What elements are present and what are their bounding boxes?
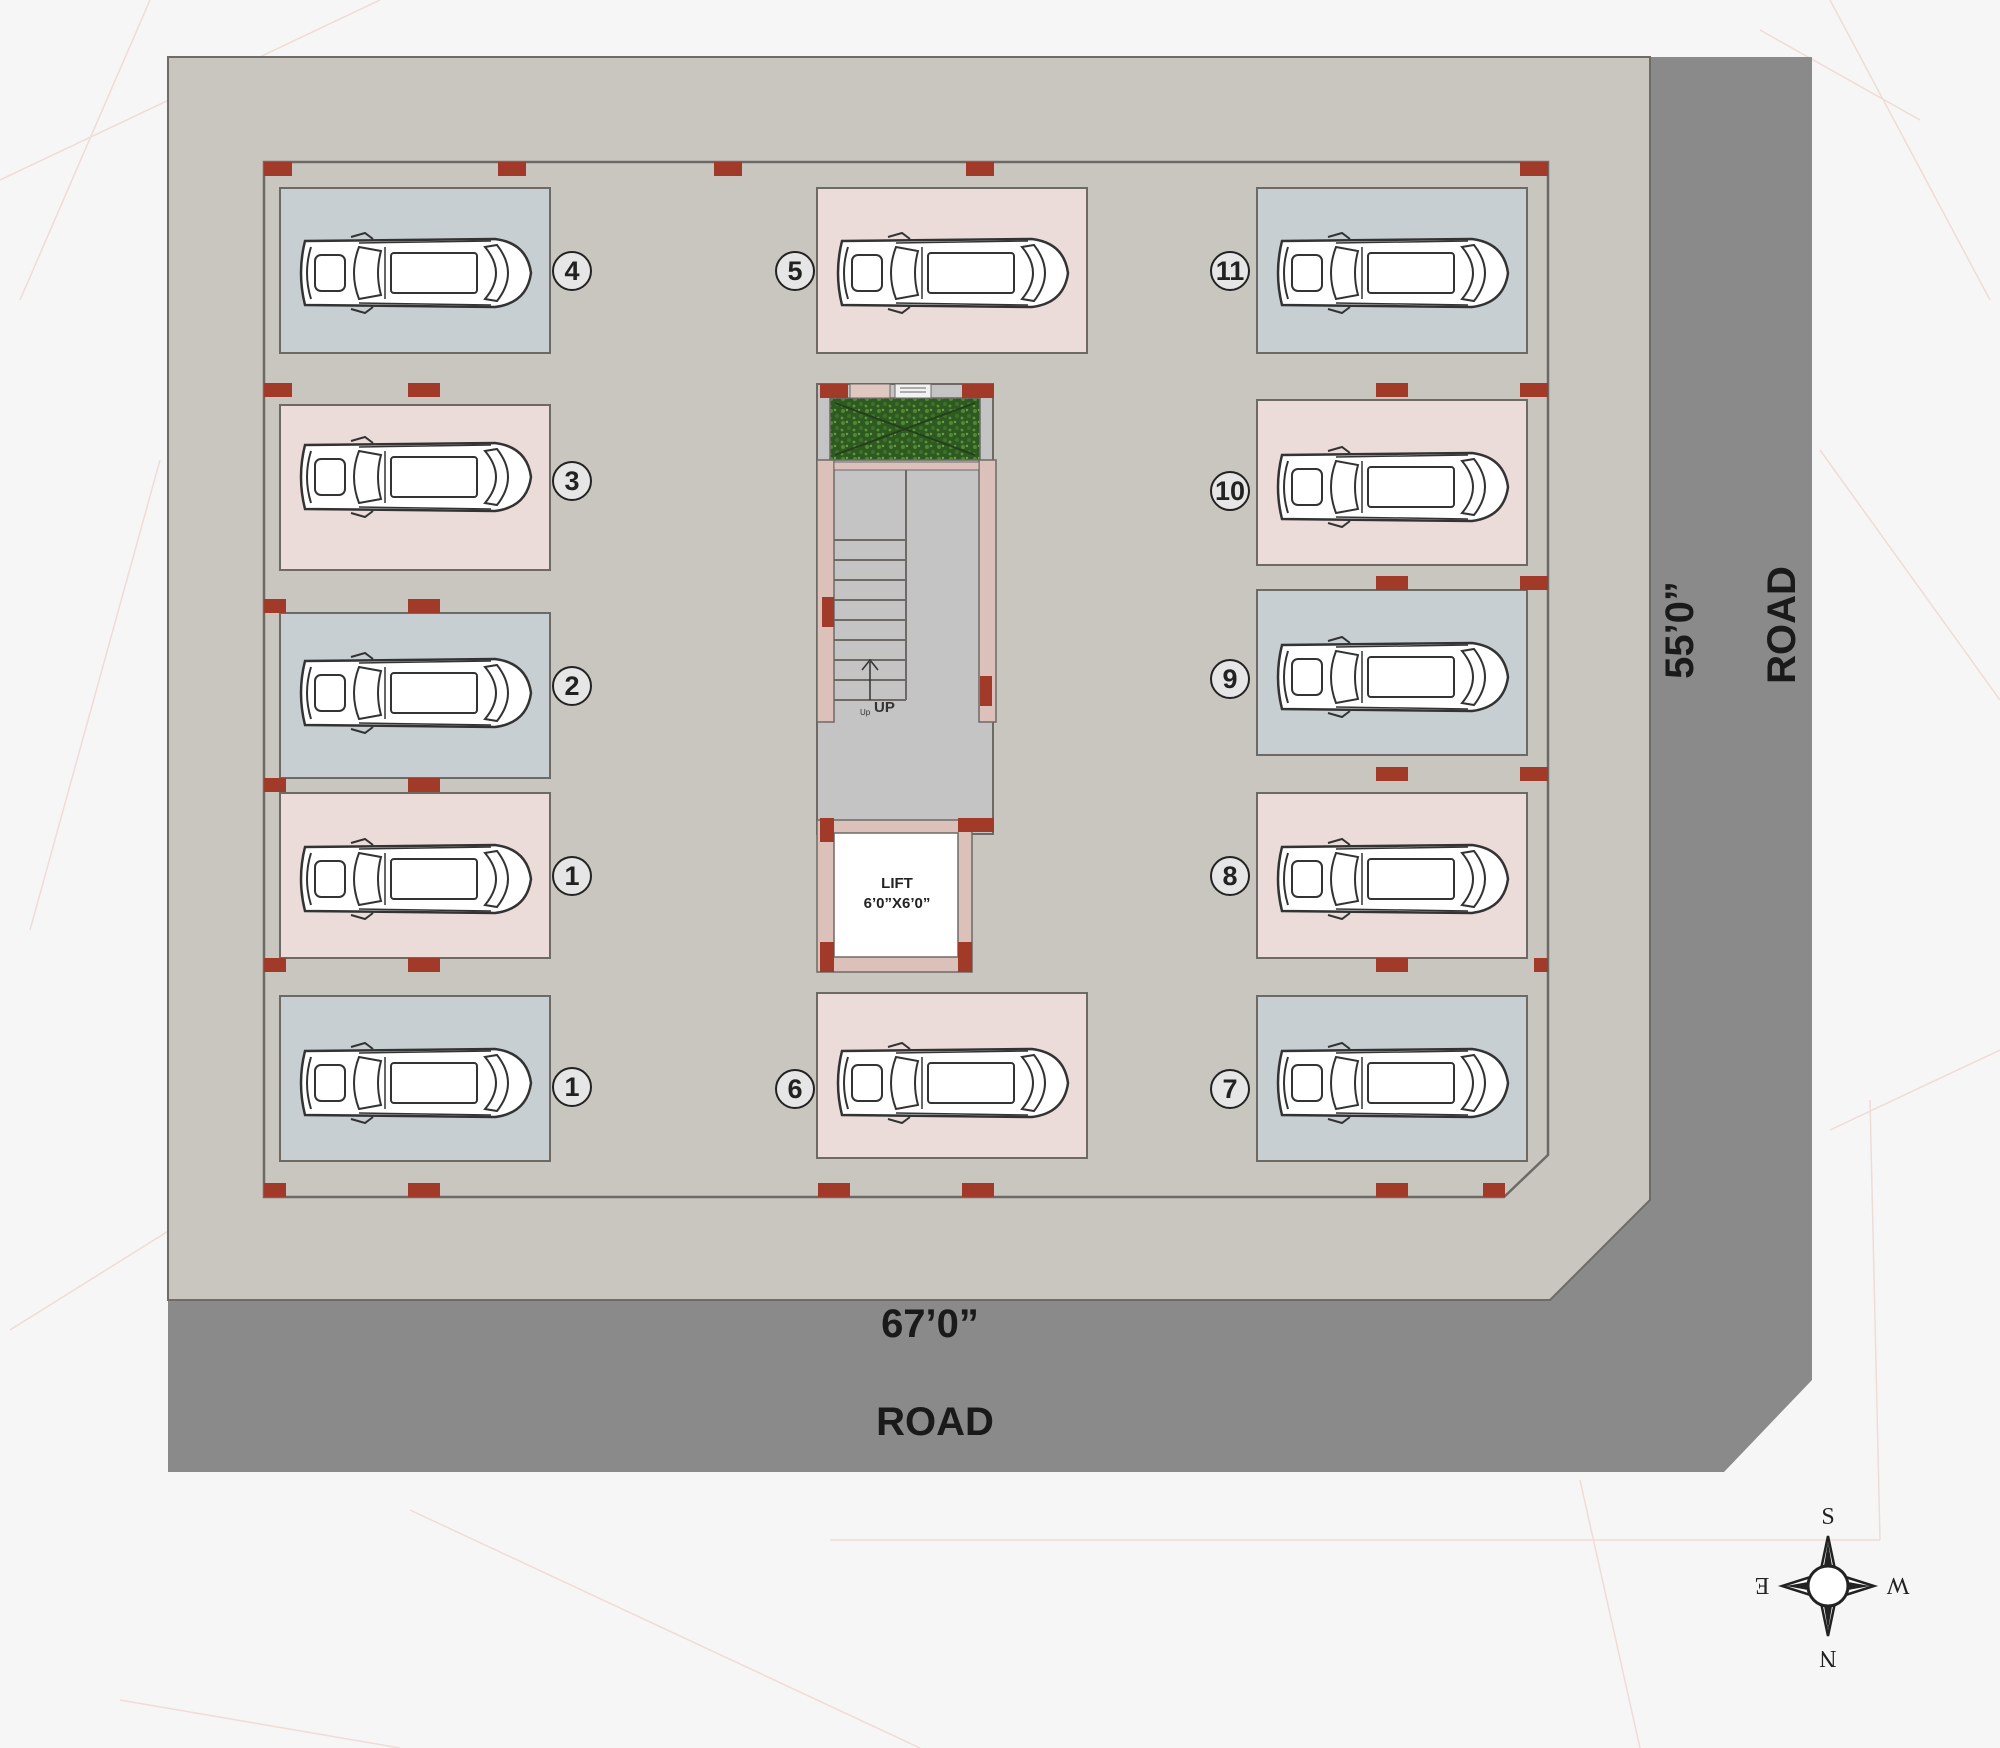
stair-up-small-label: Up bbox=[860, 708, 871, 717]
svg-text:8: 8 bbox=[1222, 861, 1237, 891]
car-icon bbox=[299, 651, 533, 735]
car-icon bbox=[836, 1041, 1070, 1125]
compass: S N E W bbox=[1755, 1504, 1910, 1671]
svg-text:1: 1 bbox=[564, 861, 579, 891]
car-icon bbox=[1276, 1041, 1510, 1125]
right-road-label: ROAD bbox=[1760, 566, 1804, 684]
up-arrow-icon bbox=[861, 658, 879, 700]
svg-text:4: 4 bbox=[564, 256, 579, 286]
svg-text:2: 2 bbox=[564, 671, 579, 701]
car-icon bbox=[1276, 837, 1510, 921]
parking-number-badge: 1 bbox=[552, 856, 592, 896]
car-icon bbox=[1276, 635, 1510, 719]
svg-text:7: 7 bbox=[1222, 1074, 1237, 1104]
svg-text:3: 3 bbox=[564, 466, 579, 496]
parking-number-badge: 7 bbox=[1210, 1069, 1250, 1109]
parking-number-badge: 11 bbox=[1210, 251, 1250, 291]
svg-text:6: 6 bbox=[787, 1074, 802, 1104]
parking-number-badge: 10 bbox=[1210, 471, 1250, 511]
parking-number-badge: 5 bbox=[775, 251, 815, 291]
lift-car bbox=[833, 832, 959, 958]
depth-dimension-label: 55’0” bbox=[1658, 581, 1702, 679]
parking-number-badge: 6 bbox=[775, 1069, 815, 1109]
compass-east-label: E bbox=[1755, 1572, 1770, 1598]
parking-number-badge: 8 bbox=[1210, 856, 1250, 896]
lift-title: LIFT bbox=[881, 875, 913, 892]
building-outline bbox=[262, 160, 1550, 1199]
parking-number-badge: 9 bbox=[1210, 659, 1250, 699]
parking-number-badges: 4 3 2 1 1 5 6 11 bbox=[552, 251, 1250, 1109]
stair-up-label: UP bbox=[874, 699, 895, 716]
compass-west-label: W bbox=[1886, 1572, 1909, 1598]
parking-number-badge: 4 bbox=[552, 251, 592, 291]
car-icon bbox=[1276, 445, 1510, 529]
compass-south-label: S bbox=[1821, 1504, 1834, 1530]
lift-size: 6’0”X6’0” bbox=[864, 895, 931, 912]
bottom-road-label: ROAD bbox=[876, 1400, 994, 1444]
car-icon bbox=[836, 231, 1070, 315]
svg-text:1: 1 bbox=[564, 1072, 579, 1102]
parking-number-badge: 3 bbox=[552, 461, 592, 501]
svg-text:11: 11 bbox=[1216, 256, 1245, 286]
car-icon bbox=[299, 231, 533, 315]
svg-text:5: 5 bbox=[787, 256, 802, 286]
stair-core: Up UP LIFT 6’0”X6’0” bbox=[816, 383, 997, 973]
width-dimension-label: 67’0” bbox=[881, 1302, 979, 1346]
car-icon bbox=[299, 1041, 533, 1125]
bottom-road bbox=[168, 57, 1812, 1472]
car-icon bbox=[299, 435, 533, 519]
compass-north-label: N bbox=[1819, 1645, 1836, 1671]
car-icon bbox=[299, 837, 533, 921]
parking-number-badge: 1 bbox=[552, 1067, 592, 1107]
car-icon bbox=[1276, 231, 1510, 315]
svg-text:10: 10 bbox=[1215, 476, 1245, 506]
parking-number-badge: 2 bbox=[552, 666, 592, 706]
columns bbox=[264, 162, 1548, 1197]
svg-text:9: 9 bbox=[1222, 664, 1237, 694]
